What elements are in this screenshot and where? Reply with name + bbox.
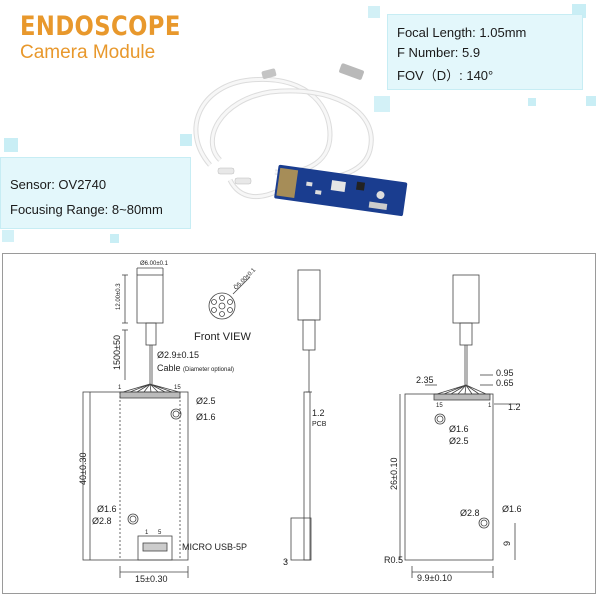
right-lens-body xyxy=(452,274,480,324)
focal-length-text: Focal Length: 1.05mm xyxy=(397,25,527,40)
dim-095-label: 0.95 xyxy=(496,368,514,378)
title-block: ENDOSCOPE Camera Module xyxy=(20,12,211,64)
pcb-board xyxy=(274,164,408,217)
product-photo xyxy=(193,63,408,217)
right-pin-15-label: 15 xyxy=(436,403,443,409)
pcb-thickness-label: 1.2 xyxy=(312,408,325,418)
hole-28-label: Ø2.8 xyxy=(92,516,112,526)
f-number-text: F Number: 5.9 xyxy=(397,45,481,60)
technical-drawing-frame xyxy=(2,253,596,594)
side-3-label: 3 xyxy=(283,557,288,567)
front-view-label: Front VIEW xyxy=(194,331,251,343)
dim-065-label: 0.65 xyxy=(496,378,514,388)
left-height-label: 40±0.30 xyxy=(78,453,88,485)
pcb-label: PCB xyxy=(312,421,327,428)
lens-length-label: 12.00±0.3 xyxy=(116,283,122,310)
right-height-label: 26±0.10 xyxy=(389,458,399,490)
usb-pin-5-label: 5 xyxy=(158,530,162,536)
dim-12-label: 1.2 xyxy=(508,402,521,412)
right-hole-25-label: Ø2.5 xyxy=(449,436,469,446)
left-width-label: 15±0.30 xyxy=(135,574,167,584)
technical-drawing: Ø6.00±0.1 12.00±0.3 Ö5.00±0.1 Front VIEW… xyxy=(78,261,522,584)
left-lens-body xyxy=(136,274,164,324)
usb-pin-1-label: 1 xyxy=(145,530,149,536)
right-width-label: 9.9±0.10 xyxy=(417,573,452,583)
dim-9-label: 9 xyxy=(502,541,512,546)
cable-label: Cable xyxy=(157,363,181,373)
product-title: ENDOSCOPE xyxy=(20,11,181,42)
dim-235-label: 2.35 xyxy=(416,375,434,385)
right-hole-28-label: Ø2.8 xyxy=(460,508,480,518)
lens-diameter-label: Ø6.00±0.1 xyxy=(140,261,169,267)
hole-16b-label: Ø1.6 xyxy=(97,504,117,514)
cable-diameter-label: Ø2.9±0.15 xyxy=(157,350,199,360)
small-diameter-label: Ö5.00±0.1 xyxy=(232,266,257,291)
side-usb xyxy=(290,517,312,561)
product-subtitle: Camera Module xyxy=(20,42,156,63)
pin-15-label: 15 xyxy=(174,385,181,391)
right-hole-16-label: Ø1.6 xyxy=(449,424,469,434)
hole-16-label: Ø1.6 xyxy=(196,412,216,422)
side-pcb xyxy=(303,391,311,561)
right-pin-1-label: 1 xyxy=(488,403,492,409)
radius-label: R0.5 xyxy=(384,555,403,565)
left-usb-connector xyxy=(137,535,173,561)
micro-usb-label: MICRO USB-5P xyxy=(182,542,247,552)
fov-text: FOV（D）: 140° xyxy=(397,68,494,83)
front-view-lens xyxy=(208,292,236,320)
hole-25-label: Ø2.5 xyxy=(196,396,216,406)
pin-1-label: 1 xyxy=(118,385,122,391)
right-pcb-outline xyxy=(404,393,494,561)
lens-head xyxy=(339,63,364,80)
side-lens-body xyxy=(297,269,321,321)
optical-specs-panel: Focal Length: 1.05mm F Number: 5.9 FOV（D… xyxy=(387,14,583,90)
focusing-range-text: Focusing Range: 8~80mm xyxy=(10,202,163,217)
sensor-text: Sensor: OV2740 xyxy=(10,177,107,192)
right-hole-16b-label: Ø1.6 xyxy=(502,504,522,514)
sensor-specs-panel: Sensor: OV2740 Focusing Range: 8~80mm xyxy=(0,157,191,229)
cable-note: (Diameter optional) xyxy=(183,367,234,373)
cable-length-label: 1500±50 xyxy=(112,335,122,370)
decorative-squares-left xyxy=(2,134,192,243)
left-pcb-outline xyxy=(82,391,189,561)
